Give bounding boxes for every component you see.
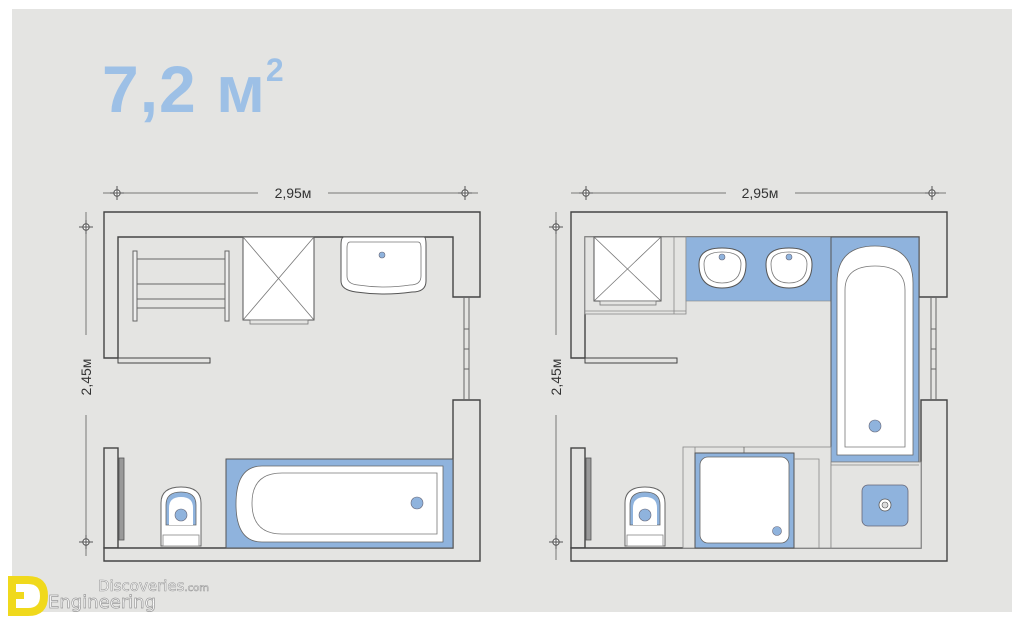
- height-dimension: 2,45м: [78, 212, 94, 556]
- watermark-line2: Engineering: [48, 592, 157, 614]
- height-label: 2,45м: [78, 359, 94, 396]
- wall-top: [103, 211, 481, 359]
- window: [930, 297, 937, 400]
- watermark-line1: Discoveries.com: [98, 577, 210, 596]
- watermark-brand: Discoveries: [98, 577, 185, 596]
- toilet: [624, 486, 666, 547]
- toilet: [160, 486, 202, 547]
- bathtub: [225, 458, 454, 549]
- door-threshold: [117, 357, 211, 364]
- drain-icon: [378, 251, 386, 259]
- width-label: 2,95м: [275, 185, 312, 201]
- wall-left-lower: [103, 447, 119, 549]
- height-label: 2,45м: [548, 359, 564, 396]
- radiator: [585, 457, 592, 541]
- door-threshold: [584, 357, 678, 364]
- washbasin-2: [765, 247, 813, 289]
- radiator: [118, 457, 125, 541]
- shower-tray: [584, 236, 687, 315]
- width-label: 2,95м: [742, 185, 779, 201]
- washbasin-1: [698, 247, 747, 289]
- double-washbasin-counter: [685, 236, 832, 302]
- area-superscript: 2: [265, 52, 285, 88]
- bathtub: [830, 236, 920, 463]
- brand-logo-icon: [8, 576, 48, 616]
- plan-left: 2,95м 2,45м: [78, 185, 481, 562]
- wall-left-lower: [570, 447, 586, 549]
- window: [463, 297, 470, 400]
- watermark-domain: .com: [184, 583, 209, 595]
- plan-right: 2,95м 2,45м: [548, 185, 948, 562]
- shower-tray: [242, 236, 315, 325]
- height-dimension: 2,45м: [548, 212, 564, 560]
- width-dimension: 2,95м: [103, 185, 478, 201]
- washbasin: [340, 236, 427, 295]
- area-title: 7,2 м2: [102, 54, 285, 122]
- floor-drain-unit: [830, 461, 922, 549]
- area-value: 7,2 м: [102, 52, 266, 126]
- heated-towel-rail: [132, 250, 230, 322]
- width-dimension: 2,95м: [571, 185, 946, 201]
- square-shower-tray: [682, 446, 832, 549]
